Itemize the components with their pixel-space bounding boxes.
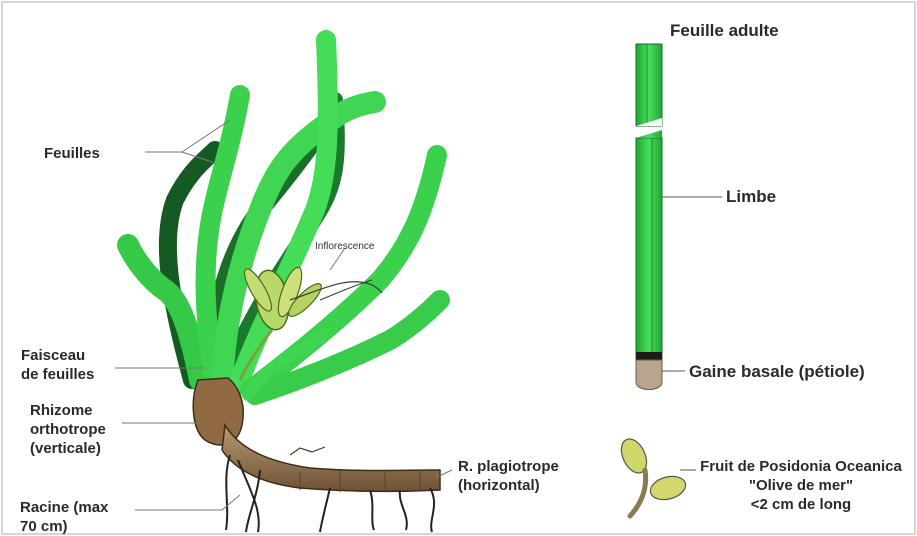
- label-feuille-adulte: Feuille adulte: [670, 20, 779, 41]
- label-fruit: Fruit de Posidonia Oceanica "Olive de me…: [690, 457, 912, 514]
- rhizome-horizontal: [222, 425, 440, 491]
- label-racine: Racine (max 70 cm): [20, 498, 108, 536]
- plant-leaves: [128, 40, 440, 395]
- rhizome-vertical: [193, 378, 243, 445]
- fruit-drawing: [616, 435, 696, 516]
- label-inflorescence: Inflorescence: [315, 237, 374, 256]
- label-gaine-basale: Gaine basale (pétiole): [689, 361, 865, 382]
- adult-leaf-drawing: [636, 44, 722, 390]
- rhizome-drawing: [193, 378, 440, 492]
- label-limbe: Limbe: [726, 186, 776, 207]
- label-feuilles: Feuilles: [44, 144, 100, 163]
- label-rhizome-orthotrope: Rhizome orthotrope (verticale): [30, 401, 106, 458]
- label-rhizome-plagiotrope: R. plagiotrope (horizontal): [458, 457, 559, 495]
- label-faisceau: Faisceau de feuilles: [21, 346, 94, 384]
